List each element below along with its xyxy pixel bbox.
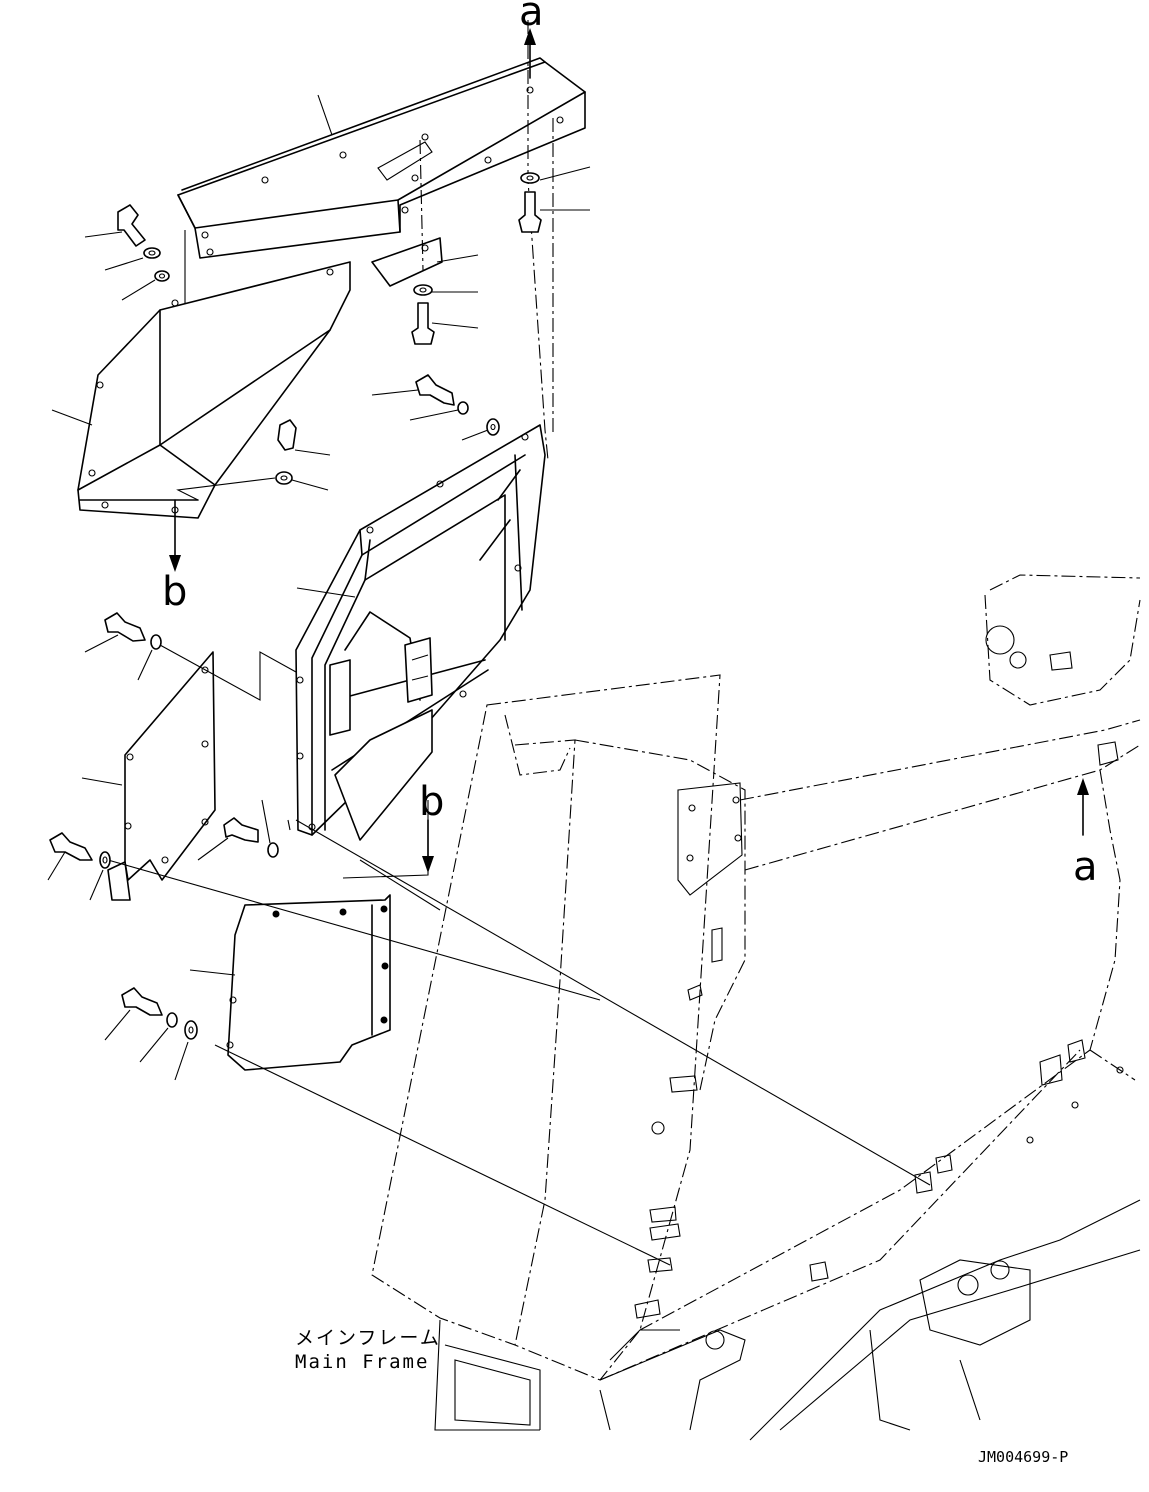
ref-label-a-top: a: [519, 0, 544, 35]
main-frame-outline: [371, 574, 1141, 1441]
small-plate: [371, 237, 443, 287]
side-plate: [107, 651, 216, 901]
lower-cover: [226, 894, 391, 1071]
assembly-lines: [107, 20, 931, 1266]
drawing-code: JM004699-P: [978, 1448, 1068, 1466]
ref-label-b-left: b: [162, 569, 187, 615]
fasteners: [49, 172, 542, 1040]
ref-label-a-right: a: [1073, 844, 1098, 890]
ref-label-b-mid: b: [419, 779, 444, 825]
door-frame-panel: [295, 424, 546, 841]
duct-cover: [77, 261, 351, 519]
main-frame-label-en: Main Frame: [295, 1351, 429, 1373]
top-bracket: [177, 57, 586, 320]
main-frame-label-jp: メインフレーム: [295, 1327, 441, 1349]
leader-lines: [47, 94, 591, 1081]
reference-arrows: [169, 28, 1089, 873]
